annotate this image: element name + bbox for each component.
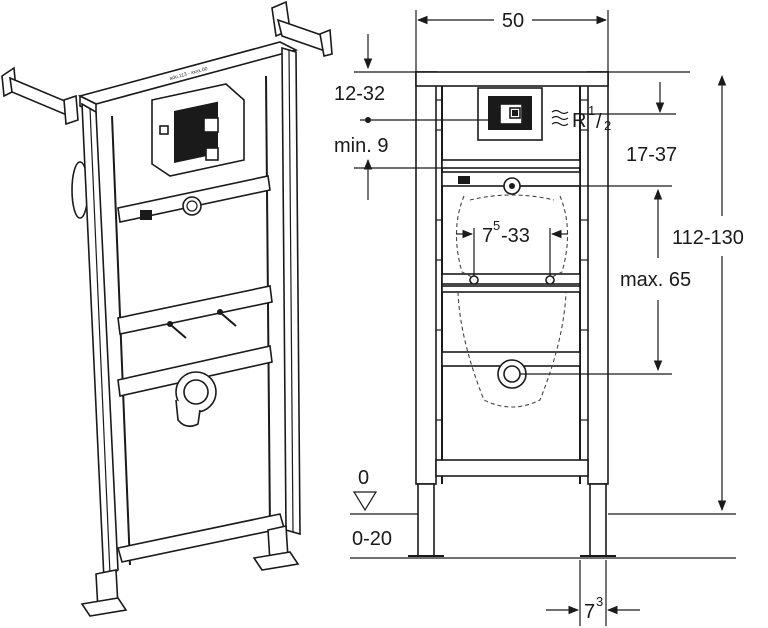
dim-max-drop: max. 65: [620, 269, 691, 291]
dim-min-offset: min. 9: [334, 135, 388, 157]
isometric-frame-view: adu.113 - xxxx.00: [1, 0, 333, 617]
wall-bracket-right: [271, 0, 333, 57]
wall-bracket-left: [1, 66, 79, 126]
urinal-outline: [455, 195, 569, 408]
front-view: 50 12-32 min. 9 R 1 / 2 17-37 max. 65: [334, 10, 744, 626]
dim-top-width: 50: [502, 10, 524, 32]
inlet-bracket: [117, 175, 271, 223]
thread-callout: R 1 / 2: [551, 103, 611, 133]
frame-feet: [80, 525, 300, 617]
top-bar: [415, 71, 609, 87]
dim-bracket-base: 7: [482, 225, 493, 247]
dim-floor-range: 0-20: [352, 528, 392, 550]
mounting-bracket: [117, 285, 273, 339]
dim-floor-zero: 0: [358, 467, 369, 489]
dim-bracket-sup: 5: [493, 218, 500, 233]
dim-thread-slash: /: [596, 111, 602, 133]
dim-foot-base: 7: [584, 601, 595, 623]
post-markings: [436, 99, 588, 421]
left-post: [415, 71, 437, 485]
dim-thread-den: 2: [604, 118, 611, 133]
bottom-bar: [435, 459, 589, 477]
dim-inlet-offset: 17-37: [626, 144, 677, 166]
drain-bracket: [117, 345, 273, 428]
dim-foot-sup: 3: [596, 594, 603, 609]
dim-thread-prefix: R: [572, 110, 586, 132]
dim-top-offset: 12-32: [334, 83, 385, 105]
dim-bracket-rest: -33: [501, 225, 530, 247]
dim-thread-num: 1: [588, 103, 595, 118]
flush-tank-box: [151, 83, 245, 177]
right-post: [587, 71, 609, 485]
right-foot: [589, 483, 607, 557]
left-foot: [417, 483, 435, 557]
dim-total-height: 112-130: [672, 227, 744, 249]
flush-box: [477, 87, 543, 141]
frame-rails: [77, 41, 301, 582]
